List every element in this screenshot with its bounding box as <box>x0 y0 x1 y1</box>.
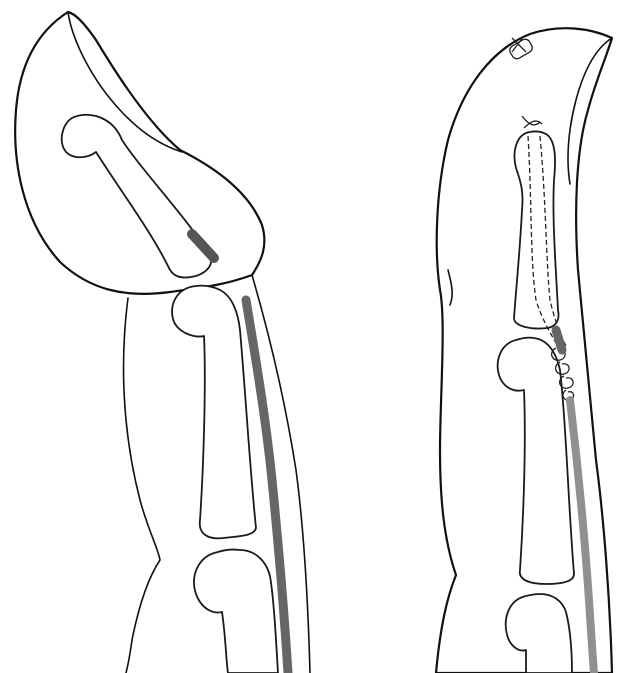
left-finger-panel <box>15 12 310 673</box>
left-finger-outline <box>15 12 264 294</box>
left-finger-palmar-edge <box>124 298 160 673</box>
left-middle-phalanx <box>172 286 256 539</box>
left-proximal-phalanx <box>194 550 278 673</box>
right-finger-panel <box>436 28 612 673</box>
right-tendon-repair-segment <box>556 330 562 350</box>
